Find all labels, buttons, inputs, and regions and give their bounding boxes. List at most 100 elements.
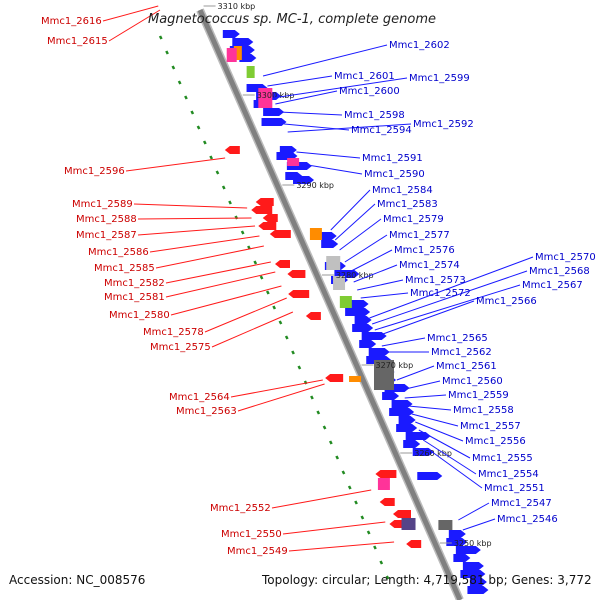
- reverse-label-leader: [237, 383, 325, 412]
- forward-gene-arrow: [354, 316, 372, 324]
- gc-dash: [221, 185, 226, 190]
- feature-box: [226, 48, 237, 62]
- forward-gene-arrow: [347, 300, 369, 308]
- forward-label-leader: [462, 518, 496, 531]
- feature-box: [287, 158, 300, 166]
- gc-dash: [335, 455, 340, 460]
- gc-dash: [165, 50, 169, 55]
- forward-gene-label: Mmc1_2558: [453, 405, 514, 416]
- gc-dash: [259, 275, 264, 280]
- forward-gene-label: Mmc1_2579: [383, 214, 444, 225]
- forward-label-leader: [426, 447, 483, 489]
- gc-dash: [310, 395, 314, 400]
- forward-label-leader: [301, 163, 363, 175]
- reverse-label-leader: [133, 203, 248, 209]
- label-leader-lines: [102, 5, 534, 552]
- forward-gene-arrow: [293, 176, 315, 184]
- forward-gene-label: Mmc1_2577: [389, 230, 450, 241]
- gc-dash: [265, 290, 270, 295]
- scale-tick-label: 3310 kbp: [218, 2, 256, 11]
- forward-gene-label: Mmc1_2599: [409, 73, 470, 84]
- forward-gene-arrow: [239, 54, 257, 62]
- reverse-gene-label: Mmc1_2616: [41, 16, 102, 27]
- forward-gene-arrow: [345, 308, 371, 316]
- forward-gene-label: Mmc1_2568: [529, 266, 590, 277]
- forward-label-leader: [334, 203, 376, 241]
- forward-label-leader: [330, 189, 371, 231]
- forward-gene-label: Mmc1_2559: [448, 390, 509, 401]
- forward-gene-arrow: [232, 38, 254, 46]
- reverse-gene-arrow: [375, 470, 397, 478]
- forward-gene-label: Mmc1_2584: [372, 185, 433, 196]
- reverse-gene-arrow: [325, 374, 344, 382]
- gc-dash: [215, 170, 220, 175]
- feature-box: [258, 88, 273, 108]
- gc-dash: [184, 95, 188, 100]
- gc-content-track: [158, 35, 390, 580]
- forward-gene-label: Mmc1_2567: [522, 280, 583, 291]
- forward-label-leader: [339, 218, 382, 251]
- forward-gene-label: Mmc1_2591: [362, 153, 423, 164]
- forward-gene-label: Mmc1_2570: [535, 252, 596, 263]
- forward-label-leader: [408, 405, 452, 411]
- feature-box: [309, 228, 322, 240]
- reverse-label-leader: [165, 271, 276, 298]
- forward-label-leader: [458, 502, 490, 521]
- reverse-gene-label: Mmc1_2589: [72, 199, 133, 210]
- forward-gene-arrow: [412, 448, 434, 456]
- map-title: Magnetococcus sp. MC-1, complete genome: [148, 12, 436, 27]
- forward-label-leader: [381, 337, 426, 347]
- scale-tick-label: 3300 kbp: [257, 91, 295, 100]
- forward-gene-label: Mmc1_2576: [394, 245, 455, 256]
- genome-backbone: [196, 8, 464, 600]
- accession-text: Accession: NC_008576: [9, 573, 146, 587]
- reverse-label-leader: [282, 521, 386, 535]
- scale-tick-label: 3270 kbp: [376, 361, 414, 370]
- reverse-label-leader: [165, 261, 271, 284]
- reverse-gene-label: Mmc1_2587: [76, 230, 137, 241]
- forward-label-leader: [369, 256, 534, 319]
- feature-box: [333, 276, 346, 290]
- reverse-gene-arrow: [275, 260, 290, 268]
- gc-dash: [379, 560, 384, 565]
- forward-gene-arrow: [455, 546, 481, 554]
- forward-label-leader: [278, 111, 343, 116]
- gc-dash: [360, 515, 365, 520]
- reverse-label-leader: [137, 217, 252, 220]
- scale-tick-label: 3290 kbp: [296, 181, 334, 190]
- forward-gene-arrow: [389, 408, 415, 416]
- forward-label-leader: [267, 75, 333, 87]
- forward-gene-arrow: [403, 440, 421, 448]
- forward-label-leader: [422, 439, 477, 475]
- forward-gene-arrow: [448, 530, 466, 538]
- feature-box: [377, 478, 390, 490]
- forward-label-leader: [404, 394, 447, 399]
- forward-gene-label: Mmc1_2546: [497, 514, 558, 525]
- reverse-gene-arrow: [258, 222, 277, 230]
- forward-gene-label: Mmc1_2565: [427, 333, 488, 344]
- gc-dash: [341, 470, 346, 475]
- reverse-label-leader: [149, 235, 260, 253]
- reverse-gene-label: Mmc1_2578: [143, 327, 204, 338]
- reverse-gene-arrow: [251, 206, 273, 214]
- reverse-gene-arrow: [224, 146, 240, 154]
- reverse-gene-arrow: [406, 540, 422, 548]
- forward-gene-arrow: [359, 340, 377, 348]
- forward-gene-label: Mmc1_2600: [339, 86, 400, 97]
- gc-dash: [240, 230, 245, 235]
- forward-label-leader: [415, 421, 464, 442]
- reverse-gene-arrow: [288, 290, 310, 298]
- forward-label-leader: [287, 123, 412, 133]
- feature-box: [233, 46, 242, 60]
- reverse-label-leader: [125, 157, 226, 172]
- forward-gene-arrow: [368, 348, 390, 356]
- reverse-gene-label: Mmc1_2580: [109, 310, 170, 321]
- forward-label-leader: [396, 365, 435, 381]
- forward-gene-arrow: [417, 472, 443, 480]
- reverse-gene-arrow: [393, 510, 411, 518]
- gc-dash: [297, 365, 302, 370]
- forward-label-leader: [262, 44, 388, 77]
